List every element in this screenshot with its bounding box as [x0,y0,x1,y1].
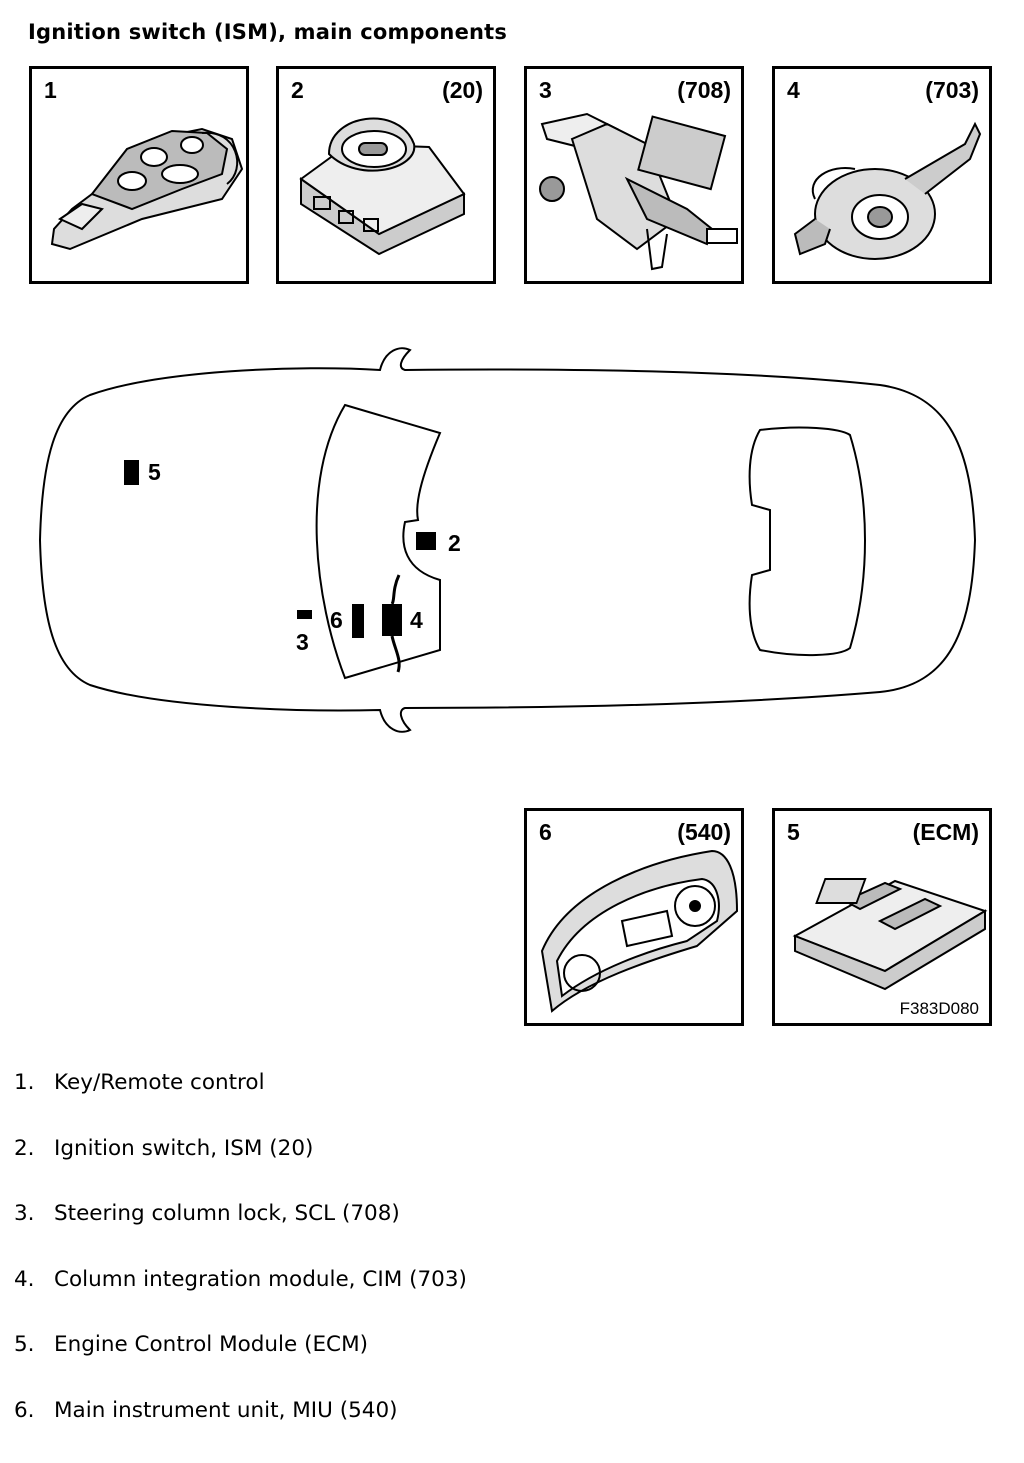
component-box-instrument-unit: 6 (540) [524,808,744,1026]
legend-text: Main instrument unit, MIU (540) [54,1398,398,1423]
component-box-ignition-switch: 2 (20) [276,66,496,284]
legend-item: 2.Ignition switch, ISM (20) [14,1136,467,1202]
legend-item: 6.Main instrument unit, MIU (540) [14,1398,467,1463]
legend-number: 3. [14,1201,54,1226]
steering-lock-icon [527,69,741,281]
legend-text: Ignition switch, ISM (20) [54,1136,313,1161]
legend-text: Engine Control Module (ECM) [54,1332,368,1357]
ecm-icon [775,811,989,1023]
legend-item: 1.Key/Remote control [14,1070,467,1136]
legend-number: 1. [14,1070,54,1095]
legend-text: Key/Remote control [54,1070,265,1095]
marker-label: 2 [448,530,461,556]
marker-ecm [124,460,139,485]
legend-number: 4. [14,1267,54,1292]
legend-number: 5. [14,1332,54,1357]
marker-label: 3 [296,629,309,655]
key-remote-icon [32,69,246,281]
page-title: Ignition switch (ISM), main components [28,20,507,44]
legend-text: Column integration module, CIM (703) [54,1267,467,1292]
car-top-view-diagram: 5 2 3 6 4 [0,330,1024,750]
marker-label: 5 [148,459,161,485]
marker-scl [297,610,312,619]
component-box-column-module: 4 (703) [772,66,992,284]
marker-label: 4 [410,607,423,633]
component-box-key: 1 [29,66,249,284]
marker-cim [382,604,402,636]
legend-item: 5.Engine Control Module (ECM) [14,1332,467,1398]
legend-text: Steering column lock, SCL (708) [54,1201,400,1226]
marker-label: 6 [330,607,343,633]
marker-miu [352,604,364,638]
component-box-steering-lock: 3 (708) [524,66,744,284]
legend-item: 4.Column integration module, CIM (703) [14,1267,467,1333]
column-module-icon [775,69,989,281]
legend-number: 6. [14,1398,54,1423]
legend-number: 2. [14,1136,54,1161]
figure-reference: F383D080 [900,999,979,1019]
component-box-ecm: 5 (ECM) F383D080 [772,808,992,1026]
ignition-switch-icon [279,69,493,281]
legend-item: 3.Steering column lock, SCL (708) [14,1201,467,1267]
instrument-cluster-icon [527,811,741,1023]
component-legend: 1.Key/Remote control 2.Ignition switch, … [14,1070,467,1463]
marker-ism [416,532,436,550]
